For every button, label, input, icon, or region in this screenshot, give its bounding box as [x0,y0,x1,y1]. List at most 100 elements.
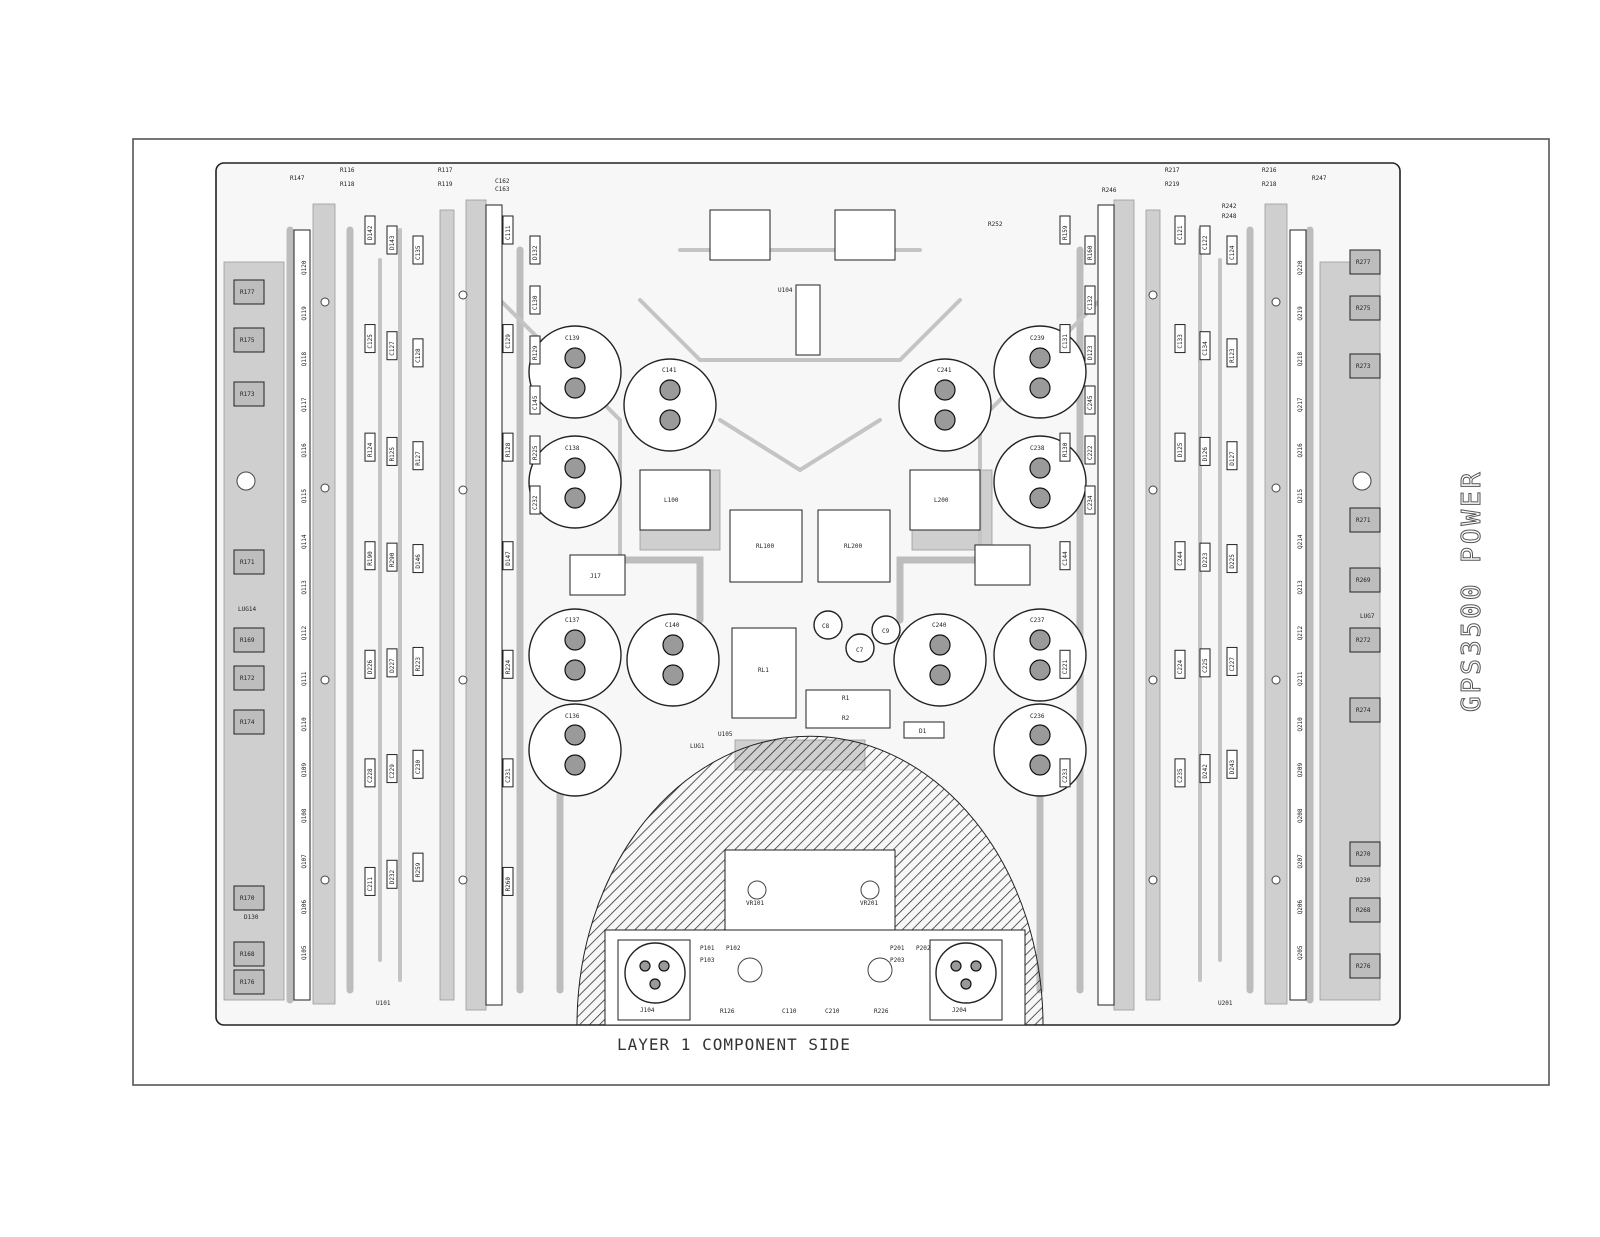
small-part-label: D123 [1087,345,1094,360]
ref-label: R116 [340,167,355,174]
small-part-body [1174,324,1186,354]
small-part-body [1226,749,1238,779]
ref-label: R173 [240,391,255,398]
transistor-label: Q214 [1297,534,1304,549]
small-part-body [529,335,541,365]
small-part-label: C130 [532,295,539,310]
ref-label: U201 [1218,1000,1233,1007]
cap-c240 [893,613,987,707]
small-part-label: R224 [505,659,512,674]
small-part-body [412,852,424,882]
ref-label: R170 [240,895,255,902]
ref-label: RL1 [758,667,769,674]
ref-label: L100 [664,497,679,504]
small-part-body [529,435,541,465]
small-part-body [364,324,376,354]
small-part-label: C234 [1087,495,1094,510]
small-part-label: D126 [1202,447,1209,462]
reference-labels: R147 R116 R118 R117 R119 C162 C163 R217 … [238,167,1375,1015]
small-part-body [1084,235,1096,265]
small-part-body [502,541,514,571]
small-part-body [502,649,514,679]
small-part-label: D227 [389,658,396,673]
small-part-label: C144 [1062,551,1069,566]
ref-label: D230 [1356,877,1371,884]
small-part-body [412,749,424,779]
small-part-body [1174,215,1186,245]
ref-label: C138 [565,445,580,452]
small-part-body [386,859,398,889]
ref-label: R177 [240,289,255,296]
layer-caption: LAYER 1 COMPONENT SIDE [617,1035,851,1054]
ref-label: R172 [240,675,255,682]
small-part-label: C129 [505,334,512,349]
transistor-label: Q216 [1297,443,1304,458]
transistor-label: Q120 [301,260,308,275]
small-part-body [1226,646,1238,676]
ref-label: C7 [856,647,864,654]
small-part-body [1059,215,1071,245]
small-part-label: R290 [389,552,396,567]
ref-label: RL200 [844,543,862,550]
small-part-body [502,758,514,788]
small-part-body [364,758,376,788]
xlr-connectors [617,880,1003,1021]
ref-label: P102 [726,945,741,952]
center-components [569,209,1031,739]
ref-label: R269 [1356,577,1371,584]
small-part-body [1199,542,1211,572]
small-part-label: C133 [1177,334,1184,349]
transistor-label: Q206 [1297,899,1304,914]
small-part-body [386,542,398,572]
small-part-body [386,754,398,784]
ref-label: R274 [1356,707,1371,714]
small-part-label: C229 [389,764,396,779]
ref-label: RL100 [756,543,774,550]
small-part-body [386,331,398,361]
ref-label: R276 [1356,963,1371,970]
small-part-label: D242 [1202,764,1209,779]
ref-label: R1 [842,695,850,702]
small-part-body [364,432,376,462]
ref-label: P203 [890,957,905,964]
small-part-label: D232 [389,869,396,884]
ref-label: R216 [1262,167,1277,174]
small-part-body [1084,335,1096,365]
ref-label: R247 [1312,175,1327,182]
small-part-body [364,866,376,896]
transistor-label: Q208 [1297,808,1304,823]
transistor-label: Q210 [1297,717,1304,732]
ref-label: R271 [1356,517,1371,524]
small-part-body [364,215,376,245]
ref-label: R246 [1102,187,1117,194]
ref-label: R273 [1356,363,1371,370]
small-part-body [386,225,398,255]
small-part-label: R124 [367,442,374,457]
small-part-body [1199,331,1211,361]
ref-label: C236 [1030,713,1045,720]
transistor-label: Q209 [1297,762,1304,777]
small-part-body [1199,648,1211,678]
ref-label: C237 [1030,617,1045,624]
small-part-label: R129 [532,345,539,360]
ref-label: LUG1 [690,743,705,750]
ref-label: J104 [640,1007,655,1014]
small-part-label: C122 [1202,235,1209,250]
small-part-body [364,649,376,679]
ref-label: C240 [932,622,947,629]
small-part-label: C145 [532,395,539,410]
ref-label: P101 [700,945,715,952]
ref-label: R277 [1356,259,1371,266]
small-part-label: R125 [389,447,396,462]
ref-label: R248 [1222,213,1237,220]
ref-label: C137 [565,617,580,624]
ref-label: R268 [1356,907,1371,914]
ref-label: R171 [240,559,255,566]
transistor-label: Q219 [1297,306,1304,321]
ref-label: C110 [782,1008,797,1015]
small-part-label: D243 [1229,759,1236,774]
small-part-body [502,324,514,354]
cap-c136 [528,703,622,797]
small-part-label: C244 [1177,551,1184,566]
small-part-label: R128 [505,442,512,457]
